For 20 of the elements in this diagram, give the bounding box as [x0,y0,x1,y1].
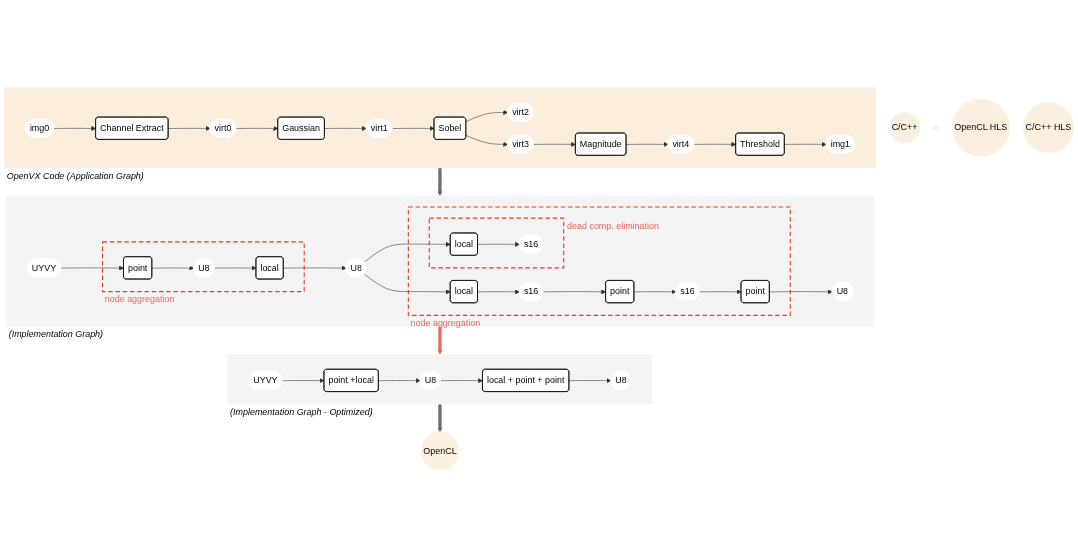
node-circle [933,125,939,131]
node-label: OpenVX Code (Application Graph) [6,171,144,181]
arrow [437,168,443,197]
arrow [437,326,443,355]
cluster [102,241,305,293]
node-label: node aggregation [410,318,481,328]
cluster [4,87,876,169]
node-label: (Implementation Graph - Optimized) [230,407,373,417]
arrow [437,404,443,433]
node-circle: OpenCL [420,432,460,471]
node-circle: C/C++ HLS [1023,102,1074,154]
cluster [407,206,791,317]
cluster [6,195,874,328]
cluster [227,354,653,405]
cluster [428,217,565,269]
node-circle: OpenCL HLS [951,99,1010,157]
node-circle: C/C++ [889,112,920,144]
node-label: node aggregation [104,294,175,305]
node-label: dead comp. elimination [567,221,659,231]
node-label: (Implementation Graph) [8,329,104,340]
